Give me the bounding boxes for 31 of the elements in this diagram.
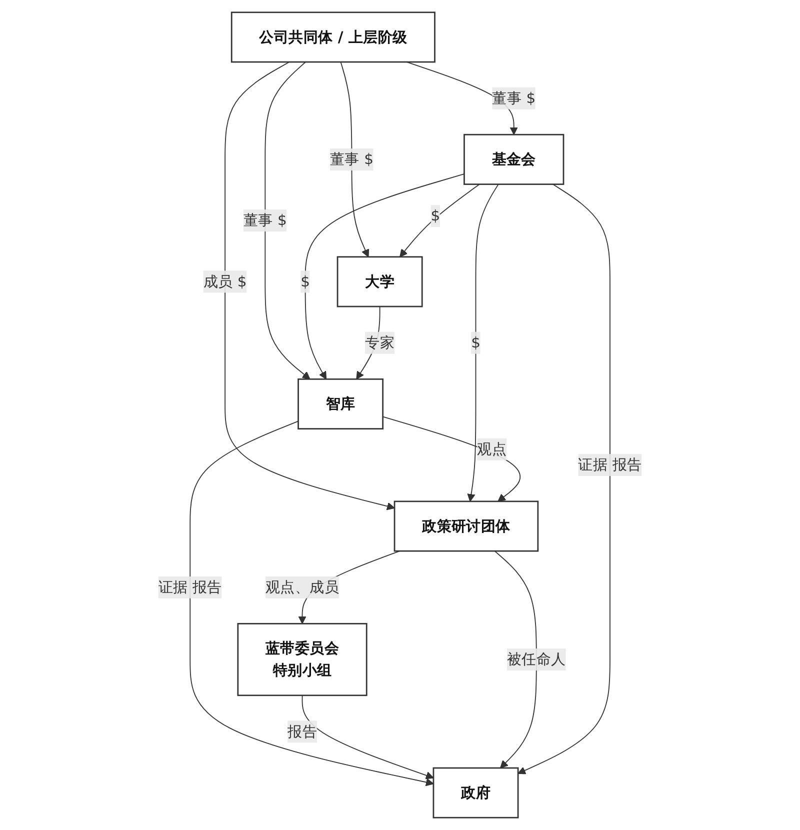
arrow [467, 184, 499, 502]
arrow [190, 420, 434, 786]
edge-label: 成员 $ [203, 272, 247, 290]
node-box: 公司共同体 / 上层阶级 [230, 12, 436, 63]
arrow [399, 184, 480, 258]
edge-label: 董事 $ [330, 150, 374, 168]
edge-label: 专家 [365, 334, 394, 352]
edge-label: $ [471, 334, 480, 352]
edge-label: 观点、成员 [265, 578, 339, 596]
node-box: 大学 [336, 256, 423, 308]
arrow [518, 184, 610, 774]
node-box: 蓝带委员会 特别小组 [237, 622, 368, 696]
arrow [302, 694, 434, 780]
arrow [382, 416, 520, 502]
edge-label: $ [300, 272, 310, 290]
node-box: 政府 [432, 767, 519, 818]
edge-label: 董事 $ [492, 89, 536, 107]
node-box: 政策研讨团体 [394, 500, 539, 552]
edge-label: 证据 报告 [578, 456, 642, 474]
edge-label: 董事 $ [243, 211, 287, 229]
arrow [494, 550, 537, 768]
edge-label: 证据 报告 [158, 578, 222, 596]
edge-label: $ [430, 206, 440, 224]
arrow [224, 62, 395, 510]
node-box: 基金会 [463, 134, 564, 185]
arrow [340, 62, 369, 258]
edge-label: 观点 [477, 440, 507, 458]
edge-label: 被任命人 [506, 650, 566, 668]
node-box: 智库 [298, 378, 384, 430]
arrow [264, 62, 310, 380]
edge-label: 报告 [288, 722, 317, 740]
